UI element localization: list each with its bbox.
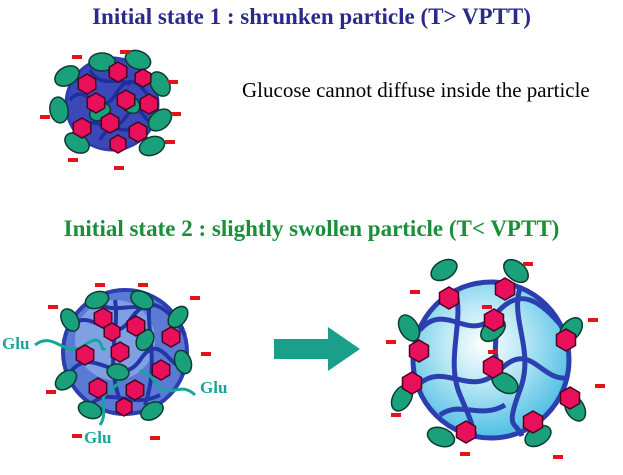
ellipse-marker — [138, 135, 166, 157]
hexagon-markers — [72, 61, 581, 444]
hexagon-marker — [151, 359, 171, 381]
hexagon-marker — [128, 121, 148, 143]
negative-charge — [165, 140, 175, 144]
hexagon-marker — [522, 410, 544, 434]
hexagon-marker — [88, 377, 108, 399]
negative-charge — [386, 340, 396, 344]
hexagon-marker — [482, 355, 504, 379]
hexagon-marker — [161, 326, 181, 348]
ellipse-marker — [106, 363, 130, 381]
hexagon-marker — [108, 61, 128, 83]
ellipse-marker — [88, 52, 116, 72]
glucose-label-left: Glu — [2, 334, 29, 353]
state1-title: Initial state 1 : shrunken particle (T> … — [92, 4, 531, 29]
ellipse-marker — [430, 258, 458, 282]
ellipse-marker — [147, 108, 173, 132]
glucose-label-bottom: Glu — [84, 428, 111, 447]
negative-charge — [68, 158, 78, 162]
glucose-label-right: Glu — [200, 378, 227, 397]
hexagon-marker — [455, 420, 477, 444]
hexagon-marker — [110, 341, 130, 363]
hexagon-marker — [408, 339, 430, 363]
negative-charge — [95, 283, 105, 287]
hexagon-marker — [100, 112, 120, 134]
negative-charge — [201, 352, 211, 356]
charge-markers — [40, 50, 605, 459]
negative-charge — [40, 115, 50, 119]
hexagon-marker — [559, 386, 581, 410]
ellipse-markers — [49, 49, 587, 448]
negative-charge — [171, 112, 181, 116]
ellipse-marker — [60, 308, 80, 332]
ellipse-marker — [397, 314, 421, 342]
hexagon-marker — [116, 89, 136, 111]
negative-charge — [588, 318, 598, 322]
ellipse-marker — [140, 401, 164, 421]
ellipse-marker — [54, 65, 80, 87]
negative-charge — [138, 283, 148, 287]
hexagon-marker — [103, 322, 121, 342]
negative-charge — [72, 434, 82, 438]
state1-description: Glucose cannot diffuse inside the partic… — [242, 78, 590, 102]
negative-charge — [120, 50, 130, 54]
negative-charge — [150, 436, 160, 440]
ellipse-marker — [167, 305, 189, 329]
ellipse-marker — [124, 49, 152, 71]
hexagon-marker — [494, 277, 516, 301]
negative-charge — [410, 290, 420, 294]
hexagon-marker — [109, 134, 127, 154]
negative-charge — [523, 262, 533, 266]
hexagon-marker — [401, 371, 423, 395]
negative-charge — [114, 166, 124, 170]
ellipse-marker — [135, 328, 155, 352]
hexagon-marker — [86, 92, 106, 114]
ellipse-marker — [426, 426, 456, 448]
hexagon-marker — [126, 315, 146, 337]
negative-charge — [460, 452, 470, 456]
hexagon-marker — [72, 117, 92, 139]
hexagon-marker — [75, 344, 95, 366]
negative-charge — [488, 350, 498, 354]
ellipse-marker — [130, 290, 154, 310]
ellipse-marker — [54, 369, 78, 391]
negative-charge — [48, 305, 58, 309]
hexagon-marker — [438, 286, 460, 310]
transition-arrow — [274, 327, 360, 371]
hexagon-marker — [555, 328, 577, 352]
ellipse-marker — [149, 71, 171, 97]
negative-charge — [72, 55, 82, 59]
state2-title: Initial state 2 : slightly swollen parti… — [63, 216, 560, 241]
negative-charge — [391, 413, 401, 417]
negative-charge — [168, 80, 178, 84]
negative-charge — [595, 384, 605, 388]
ellipse-marker — [503, 258, 529, 284]
hexagon-marker — [77, 73, 97, 95]
hexagon-marker — [483, 308, 505, 332]
ellipse-marker — [49, 96, 69, 124]
negative-charge — [190, 296, 200, 300]
hexagon-marker — [125, 379, 145, 401]
hexagon-marker — [134, 68, 152, 88]
hexagon-marker — [139, 93, 159, 115]
negative-charge — [482, 305, 492, 309]
ellipse-marker — [84, 290, 110, 310]
negative-charge — [553, 455, 563, 459]
ellipse-marker — [173, 349, 193, 375]
hexagon-marker — [93, 307, 113, 329]
hexagon-marker — [115, 397, 133, 417]
ellipse-marker — [77, 400, 103, 420]
negative-charge — [46, 390, 56, 394]
